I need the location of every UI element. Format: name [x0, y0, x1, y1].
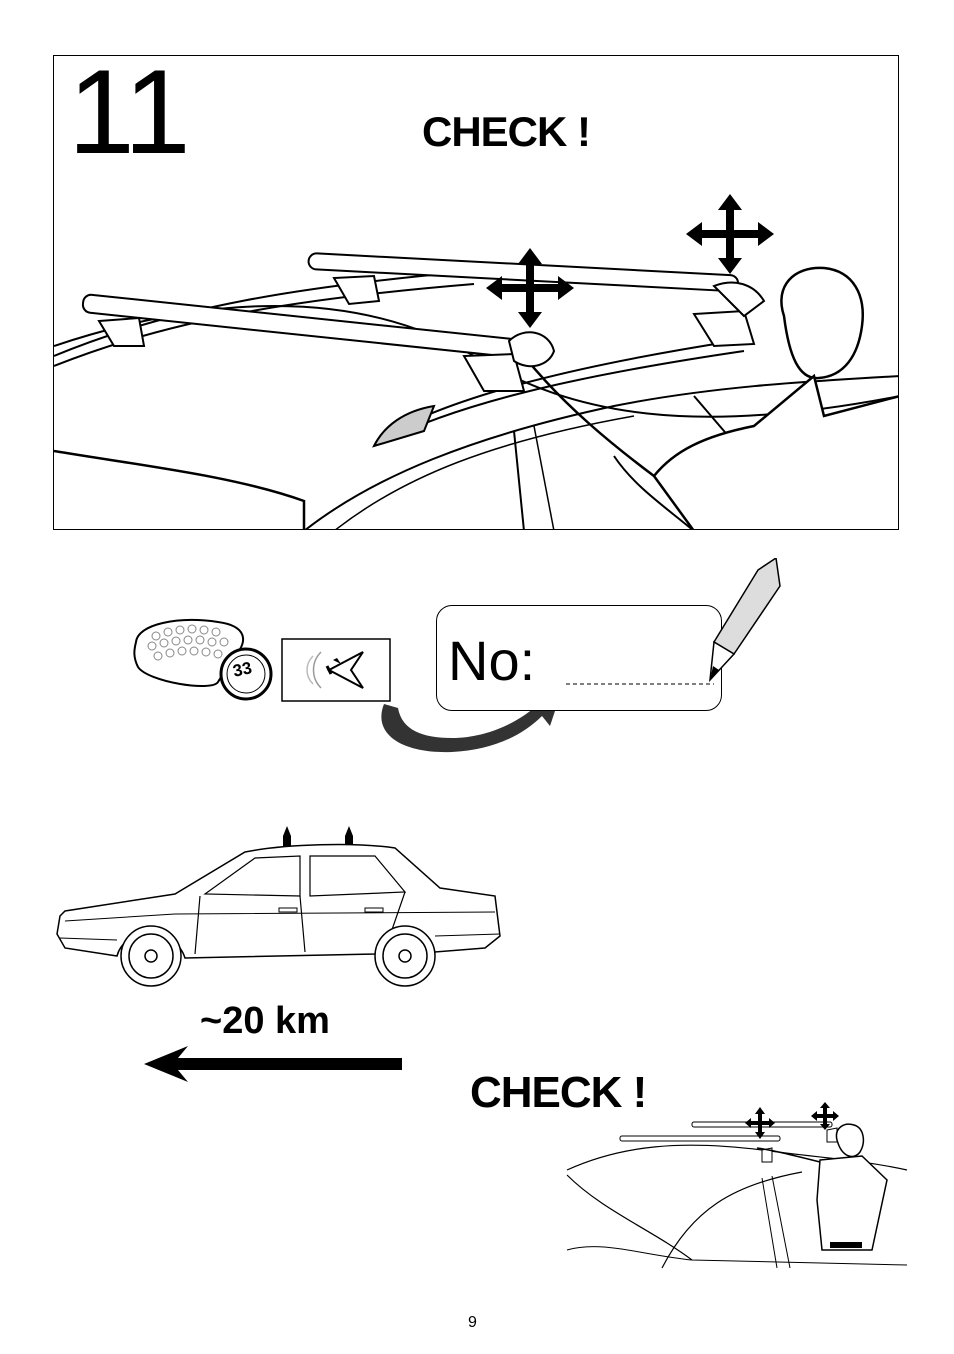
four-way-arrow-icon — [484, 246, 576, 330]
four-way-arrow-icon — [684, 192, 776, 276]
record-number-dotted-line — [566, 682, 716, 686]
record-number-label: No: — [448, 628, 535, 693]
pencil-icon — [704, 558, 784, 688]
left-arrow-icon — [144, 1046, 404, 1082]
drive-distance-label: ~20 km — [200, 1000, 330, 1043]
page-number: 9 — [468, 1314, 477, 1332]
step-number: 11 — [68, 52, 189, 172]
roof-rack-check-small-illustration — [562, 1100, 912, 1270]
sedan-car-illustration — [55, 826, 505, 991]
check-heading-top: CHECK ! — [422, 108, 590, 156]
sticker-badge-number: 33 — [231, 658, 254, 681]
sticker-pad-icon — [128, 612, 278, 702]
